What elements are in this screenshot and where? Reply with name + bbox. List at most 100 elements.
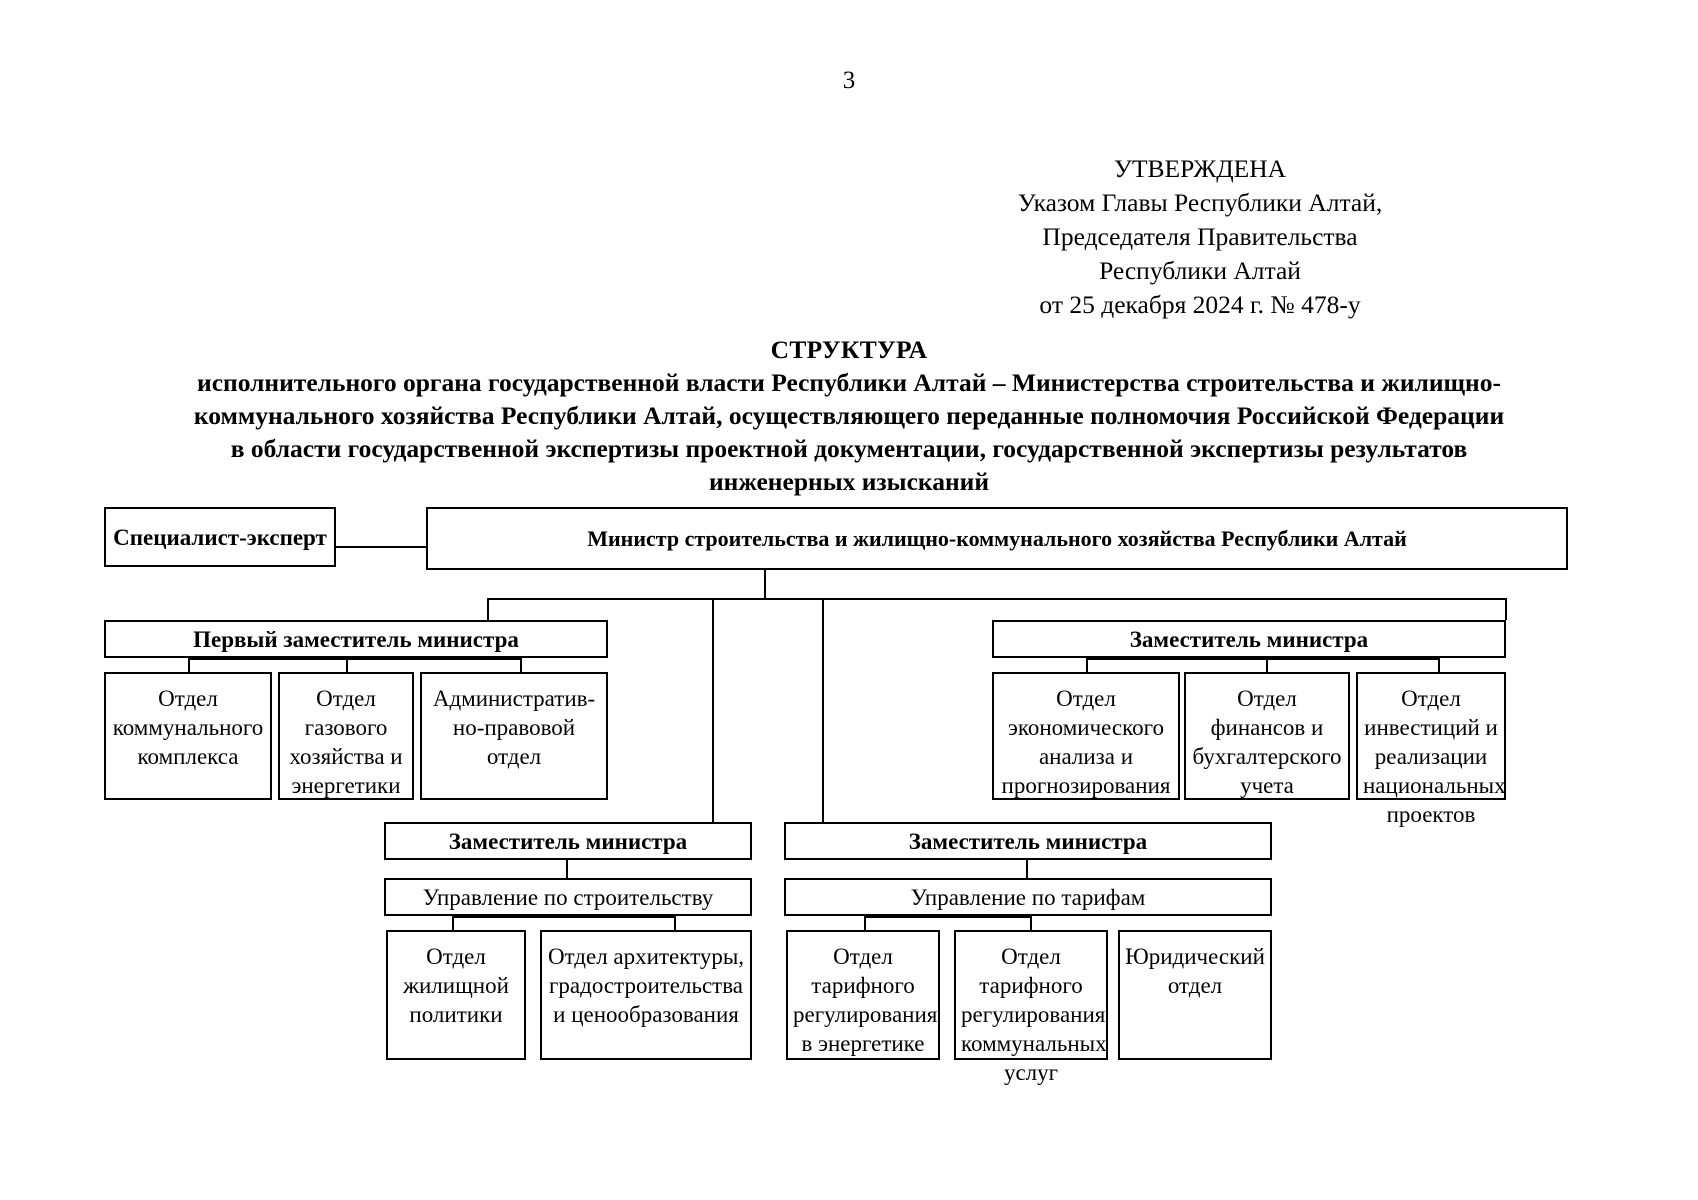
subtitle-line-1: исполнительного органа государственной в…	[197, 368, 1501, 397]
node-dept-tariff-energy-line-1: Отдел	[833, 944, 893, 969]
node-deputy-minister-construction[interactable]: Заместитель министра	[384, 822, 752, 860]
node-directorate-construction-label: Управление по строительству	[422, 884, 714, 910]
node-dept-tariff-communal-line-1: Отдел	[1001, 944, 1061, 969]
connector-dir-construction-child-1	[452, 916, 454, 930]
node-dept-housing-policy-line-1: Отдел	[426, 944, 486, 969]
node-dept-tariff-regulation-communal[interactable]: Отдел тарифного регулирования коммунальн…	[954, 930, 1108, 1085]
approval-line-4: Республики Алтай	[1099, 256, 1301, 285]
connector-minister-stem	[764, 570, 766, 600]
node-dept-finance-accounting[interactable]: Отдел финансов и бухгалтерского учета	[1184, 672, 1350, 800]
node-dept-investments-line-3: реализации	[1374, 744, 1488, 769]
node-dept-administrative-legal-line-1: Административ-	[432, 686, 596, 711]
node-dept-finance-accounting-line-3: бухгалтерского	[1192, 744, 1342, 769]
node-directorate-construction[interactable]: Управление по строительству	[384, 878, 752, 916]
connector-deputy-econ-child-2	[1266, 658, 1268, 672]
connector-first-deputy-bus	[188, 658, 520, 660]
node-dept-housing-policy-line-2: жилищной	[403, 973, 509, 998]
connector-first-deputy-child-1	[188, 658, 190, 672]
node-dept-economic-analysis[interactable]: Отдел экономического анализа и прогнозир…	[992, 672, 1180, 800]
node-dept-gas-energy-line-2: газового	[304, 715, 388, 740]
node-directorate-tariffs-label: Управление по тарифам	[910, 884, 1146, 910]
connector-deputy-econ-child-3	[1438, 658, 1440, 672]
subtitle-line-2: коммунального хозяйства Республики Алтай…	[193, 401, 1505, 430]
approval-line-3: Председателя Правительства	[1042, 222, 1358, 251]
node-deputy-minister-tariffs[interactable]: Заместитель министра	[784, 822, 1272, 860]
page-number: 3	[842, 67, 856, 94]
node-dept-finance-accounting-line-1: Отдел	[1237, 686, 1297, 711]
node-dept-investments-line-2: инвестиций и	[1364, 715, 1498, 740]
connector-dir-tariffs-child-2	[1030, 916, 1032, 930]
node-deputy-minister-economics-label: Заместитель министра	[1129, 626, 1369, 652]
node-dept-tariff-energy-line-2: тарифного	[811, 973, 915, 998]
node-dept-tariff-communal-line-5: услуг	[1003, 1060, 1059, 1085]
approval-line-1: УТВЕРЖДЕНА	[1113, 154, 1287, 183]
approval-line-2: Указом Главы Республики Алтай,	[1017, 188, 1383, 217]
node-dept-communal-complex-line-2: коммунального	[112, 715, 264, 740]
connector-minister-bus	[487, 598, 1507, 600]
node-dept-architecture-line-2: градостроительства	[548, 973, 744, 998]
node-first-deputy-minister[interactable]: Первый заместитель министра	[104, 620, 608, 658]
node-minister[interactable]: Министр строительства и жилищно-коммунал…	[426, 507, 1568, 570]
node-dept-tariff-energy-line-3: регулирования	[793, 1002, 938, 1027]
connector-bus-deputy-tariff	[822, 598, 824, 822]
node-dept-housing-policy[interactable]: Отдел жилищной политики	[386, 930, 526, 1060]
node-dept-tariff-communal-line-4: коммунальных	[961, 1031, 1107, 1056]
connector-specialist-minister	[336, 546, 426, 548]
node-dept-finance-accounting-line-2: финансов и	[1210, 715, 1324, 740]
connector-directorate-tariffs-bus	[864, 916, 1030, 918]
subtitle-line-3: в области государственной экспертизы про…	[230, 434, 1468, 463]
node-dept-investments-line-4: национальных проектов	[1363, 773, 1506, 827]
connector-first-deputy-child-3	[520, 658, 522, 672]
document-title-block: СТРУКТУРА исполнительного органа государ…	[110, 333, 1588, 498]
node-dept-investments-line-1: Отдел	[1401, 686, 1461, 711]
page-title: СТРУКТУРА	[770, 335, 928, 364]
node-dept-architecture-line-1: Отдел архитектуры,	[547, 944, 745, 969]
node-dept-economic-analysis-line-3: анализа и	[1038, 744, 1134, 769]
node-dept-finance-accounting-line-4: учета	[1240, 773, 1294, 798]
connector-dir-tariffs-child-1	[864, 916, 866, 930]
node-dept-economic-analysis-line-4: прогнозирования	[1001, 773, 1171, 798]
connector-dir-construction-child-2	[674, 916, 676, 930]
node-dept-legal[interactable]: Юридический отдел	[1118, 930, 1272, 1060]
node-dept-investments-national-projects[interactable]: Отдел инвестиций и реализации национальн…	[1356, 672, 1506, 827]
node-deputy-minister-tariffs-label: Заместитель министра	[908, 828, 1148, 854]
node-dept-architecture-urban-planning[interactable]: Отдел архитектуры, градостроительства и …	[540, 930, 752, 1060]
node-dept-tariff-communal-line-2: тарифного	[979, 973, 1083, 998]
node-dept-communal-complex[interactable]: Отдел коммунального комплекса	[104, 672, 272, 800]
node-minister-label: Министр строительства и жилищно-коммунал…	[587, 526, 1407, 551]
node-dept-gas-energy-line-4: энергетики	[291, 773, 401, 798]
node-dept-administrative-legal[interactable]: Административ- но-правовой отдел	[420, 672, 608, 800]
document-subtitle: исполнительного органа государственной в…	[110, 366, 1588, 498]
node-dept-communal-complex-line-1: Отдел	[158, 686, 218, 711]
approval-block: УТВЕРЖДЕНА Указом Главы Республики Алтай…	[900, 152, 1500, 322]
node-dept-administrative-legal-line-2: но-правовой	[452, 715, 576, 740]
node-dept-tariff-energy-line-4: в энергетике	[801, 1031, 925, 1056]
approval-line-5: от 25 декабря 2024 г. № 478-у	[1039, 290, 1361, 319]
connector-deputy-build-directorate	[566, 860, 568, 878]
node-dept-economic-analysis-line-1: Отдел	[1056, 686, 1116, 711]
node-dept-housing-policy-line-3: политики	[409, 1002, 503, 1027]
node-dept-communal-complex-line-3: комплекса	[137, 744, 239, 769]
subtitle-line-4: инженерных изысканий	[708, 467, 990, 496]
node-dept-gas-energy-line-1: Отдел	[316, 686, 376, 711]
node-dept-architecture-line-3: и ценообразования	[553, 1002, 739, 1027]
connector-directorate-construction-bus	[452, 916, 674, 918]
node-dept-legal-line-2: отдел	[1167, 973, 1223, 998]
node-dept-gas-energy[interactable]: Отдел газового хозяйства и энергетики	[278, 672, 414, 800]
node-dept-legal-line-1: Юридический	[1125, 944, 1265, 969]
node-dept-gas-energy-line-3: хозяйства и	[289, 744, 403, 769]
connector-deputy-econ-bus	[1086, 658, 1438, 660]
node-directorate-tariffs[interactable]: Управление по тарифам	[784, 878, 1272, 916]
node-dept-administrative-legal-line-3: отдел	[486, 744, 542, 769]
node-dept-economic-analysis-line-2: экономического	[1007, 715, 1165, 740]
connector-deputy-econ-child-1	[1086, 658, 1088, 672]
node-dept-tariff-regulation-energy[interactable]: Отдел тарифного регулирования в энергети…	[786, 930, 940, 1060]
connector-bus-deputy-build	[712, 598, 714, 822]
node-deputy-minister-construction-label: Заместитель министра	[448, 828, 688, 854]
node-dept-tariff-communal-line-3: регулирования	[961, 1002, 1106, 1027]
connector-bus-deputy-econ	[1505, 598, 1507, 620]
node-deputy-minister-economics[interactable]: Заместитель министра	[992, 620, 1506, 658]
connector-first-deputy-child-2	[346, 658, 348, 672]
node-specialist-expert[interactable]: Специалист-эксперт	[104, 507, 336, 567]
